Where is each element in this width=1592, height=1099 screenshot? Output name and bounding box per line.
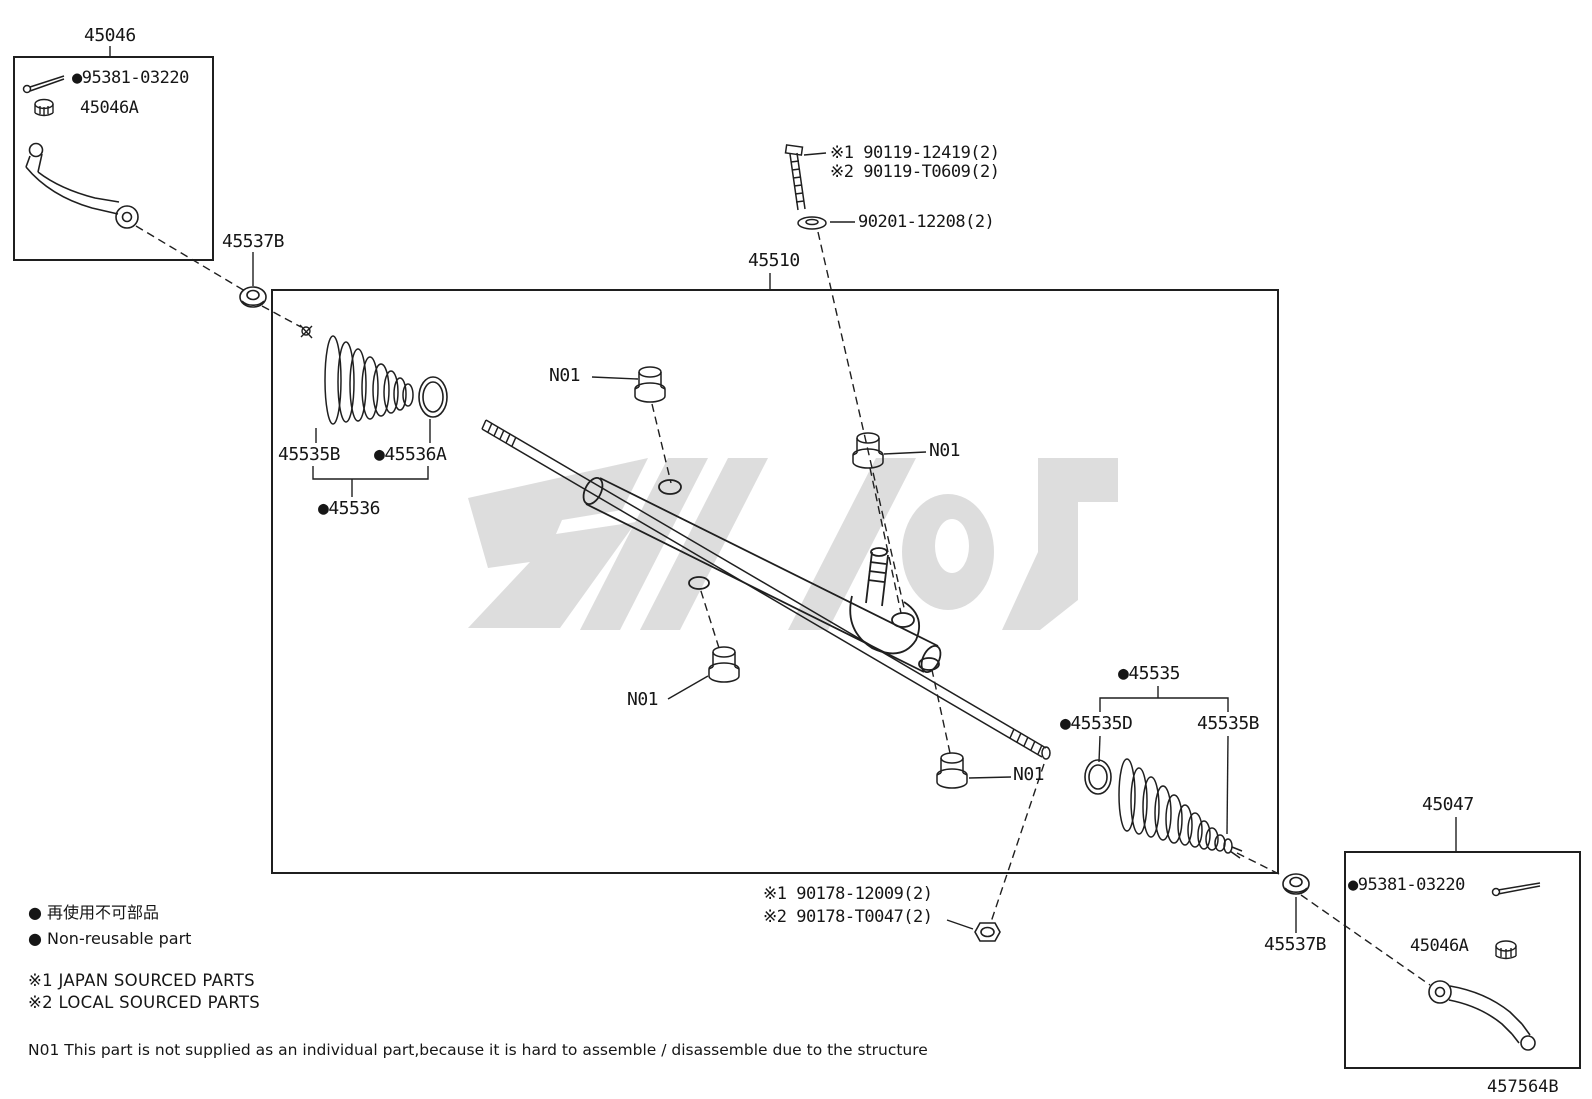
callout-boot-right[interactable]: ●45535 bbox=[1118, 663, 1181, 684]
boot-clamp-right-drawing bbox=[1223, 838, 1243, 859]
boot-clip-right-drawing bbox=[1084, 759, 1112, 795]
boot-right-drawing bbox=[1118, 758, 1226, 852]
callout-grommet-left[interactable]: 45537B bbox=[222, 231, 285, 252]
callout-boot-left[interactable]: ●45536 bbox=[318, 498, 381, 519]
tie-rod-end-right-drawing bbox=[1428, 980, 1536, 1051]
grommet-right-drawing bbox=[1282, 873, 1310, 895]
mount-bolt-drawing bbox=[784, 144, 806, 211]
callout-lock-nut-local[interactable]: ※2 90178-T0047(2) bbox=[763, 907, 933, 927]
tie-rod-left-box bbox=[13, 56, 214, 261]
castle-nut-left-drawing bbox=[34, 98, 54, 117]
boot-clamp-left-drawing bbox=[418, 376, 448, 418]
legend-local-sourced: ※2 LOCAL SOURCED PARTS bbox=[28, 993, 261, 1012]
tie-rod-right-box bbox=[1344, 851, 1581, 1069]
callout-tie-rod-end-left[interactable]: 45046 bbox=[84, 25, 136, 46]
castle-nut-right-drawing bbox=[1495, 940, 1517, 960]
callout-grommet-right[interactable]: 45537B bbox=[1264, 934, 1327, 955]
cotter-pin-left-drawing bbox=[22, 75, 65, 94]
callout-bushing-2: N01 bbox=[929, 440, 961, 461]
dashed-leader-lines bbox=[135, 225, 1431, 986]
callout-bushing-3: N01 bbox=[627, 689, 659, 710]
callout-bushing-1: N01 bbox=[549, 365, 581, 386]
legend-nonreusable-jp: ● 再使用不可部品 bbox=[28, 903, 160, 922]
callout-mount-bolt-local[interactable]: ※2 90119-T0609(2) bbox=[830, 162, 1000, 182]
callout-castle-nut-right[interactable]: 45046A bbox=[1410, 936, 1469, 956]
callout-tie-rod-end-right[interactable]: 45047 bbox=[1422, 794, 1474, 815]
callout-gear-assembly[interactable]: 45510 bbox=[748, 250, 800, 271]
legend-nonreusable-en: ● Non-reusable part bbox=[28, 929, 192, 948]
legend-japan-sourced: ※1 JAPAN SOURCED PARTS bbox=[28, 971, 255, 990]
callout-cotter-pin-left[interactable]: ●95381-03220 bbox=[72, 68, 189, 88]
callout-boot-clip-right[interactable]: ●45535D bbox=[1060, 713, 1133, 734]
callout-castle-nut-left[interactable]: 45046A bbox=[80, 98, 139, 118]
callout-bushing-4: N01 bbox=[1013, 764, 1045, 785]
diagram-number: 457564B bbox=[1487, 1077, 1559, 1097]
rack-bar-drawing bbox=[481, 419, 1051, 760]
lock-nut-drawing bbox=[974, 922, 1001, 942]
callout-mount-bolt-japan[interactable]: ※1 90119-12419(2) bbox=[830, 143, 1000, 163]
boot-screw-clip-left bbox=[299, 324, 313, 339]
leader-lines bbox=[109, 46, 1457, 933]
tie-rod-end-left-drawing bbox=[25, 142, 139, 229]
boot-left-drawing bbox=[324, 335, 414, 425]
callout-boot-clamp-right[interactable]: 45535B bbox=[1197, 713, 1260, 734]
washer-drawing bbox=[797, 216, 827, 230]
callout-boot-clamp-left[interactable]: 45535B bbox=[278, 444, 341, 465]
grommet-left-drawing bbox=[239, 286, 267, 308]
callout-lock-nut-japan[interactable]: ※1 90178-12009(2) bbox=[763, 884, 933, 904]
callout-cotter-pin-right[interactable]: ●95381-03220 bbox=[1348, 875, 1465, 895]
callout-boot-clip-left[interactable]: ●45536A bbox=[374, 444, 447, 465]
callout-washer[interactable]: 90201-12208(2) bbox=[858, 212, 995, 232]
footnote-n01: N01 This part is not supplied as an indi… bbox=[28, 1041, 928, 1059]
gear-assembly-box bbox=[271, 289, 1279, 874]
watermark-logo bbox=[468, 458, 1118, 630]
cotter-pin-right-drawing bbox=[1491, 882, 1541, 897]
gear-housing-drawing bbox=[582, 477, 942, 673]
